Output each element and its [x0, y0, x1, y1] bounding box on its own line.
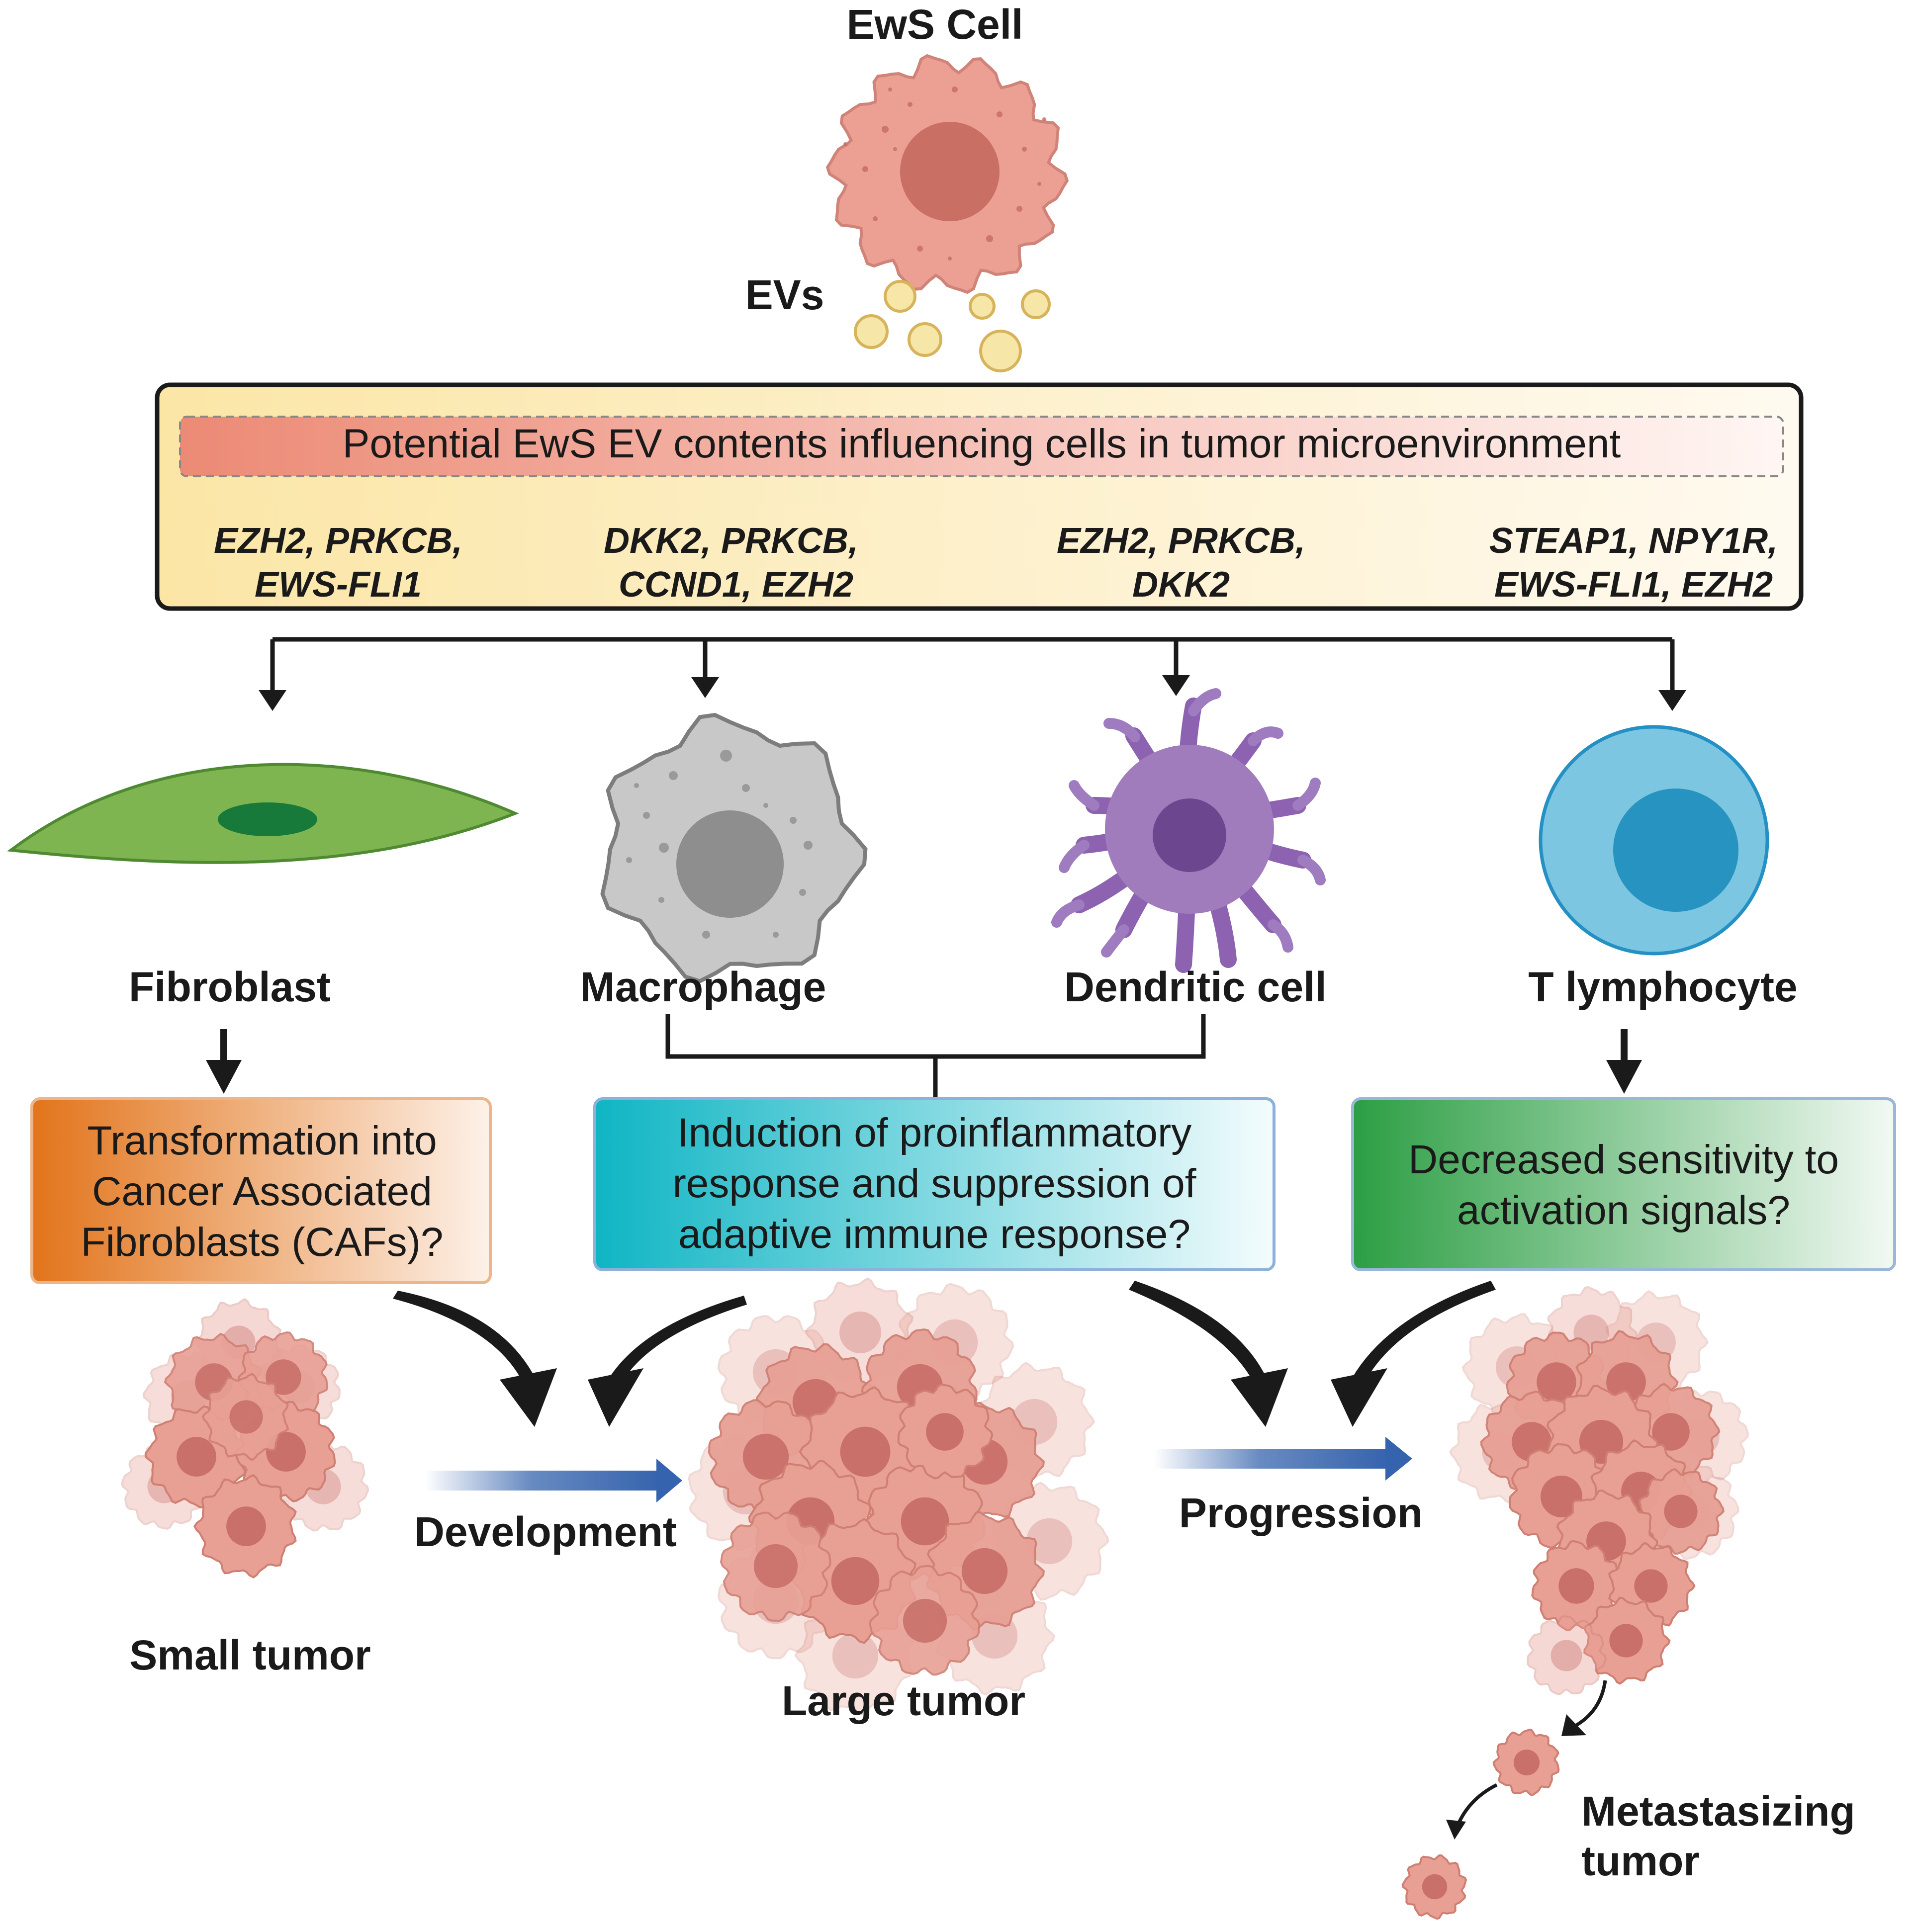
gene-list-macrophage: DKK2, PRKCB, CCND1, EZH2: [604, 521, 858, 605]
tumor-cell-nucleus: [840, 1426, 891, 1477]
gene-line: DKK2, PRKCB,: [604, 521, 858, 561]
cell-label-dendritic: Dendritic cell: [1064, 964, 1327, 1010]
tumor-cell-nucleus: [229, 1400, 263, 1434]
ev-contents-title-bar: [179, 416, 1784, 477]
progression-arrow: [1154, 1437, 1412, 1481]
effect-text: Transformation into: [87, 1118, 437, 1163]
effect-text: Decreased sensitivity to: [1408, 1137, 1839, 1182]
ev-vesicles: [854, 280, 1051, 372]
distribution-arrowheads: [259, 675, 1686, 711]
t-cell-effect-arrow: [1606, 1029, 1642, 1094]
gene-line: DKK2: [1132, 565, 1230, 605]
effect-text: Induction of proinflammatory: [677, 1110, 1192, 1155]
large-tumor-label: Large tumor: [782, 1677, 1025, 1724]
progression-label: Progression: [1179, 1490, 1423, 1536]
tumor-cell: [1527, 1615, 1607, 1695]
gene-list-t-lymphocyte: STEAP1, NPY1R, EWS-FLI1, EZH2: [1489, 521, 1778, 605]
tumor-cell-nucleus: [831, 1557, 880, 1605]
tumor-cell-nucleus: [1550, 1640, 1582, 1671]
tumor-cell-nucleus: [1513, 1749, 1540, 1776]
small-tumor-icon: [121, 1298, 369, 1579]
tumor-cell-nucleus: [926, 1413, 964, 1451]
metastasizing-label: Metastasizing: [1581, 1788, 1855, 1835]
gene-list-fibroblast: EZH2, PRKCB, EWS-FLI1: [214, 521, 462, 605]
effect-box-caf: [30, 1097, 492, 1284]
fibroblast-icon: [7, 763, 519, 864]
gene-list-dendritic: EZH2, PRKCB, DKK2: [1057, 521, 1305, 605]
effect-text: activation signals?: [1457, 1188, 1790, 1233]
gene-line: EZH2, PRKCB,: [214, 521, 462, 561]
development-label: Development: [414, 1508, 676, 1555]
cell-label-t-lymphocyte: T lymphocyte: [1528, 964, 1797, 1010]
development-arrow: [425, 1459, 682, 1502]
tumor-cell-nucleus: [1664, 1494, 1698, 1528]
metastasizing-tumor-icon: [1401, 1286, 1749, 1920]
ews-cell-label: EwS Cell: [847, 1, 1023, 48]
macrophage-icon: [600, 712, 868, 983]
tumor-cell-nucleus: [753, 1544, 798, 1588]
cell-label-fibroblast: Fibroblast: [129, 964, 331, 1010]
immune-bracket: [665, 1014, 1206, 1059]
tumor-cell-nucleus: [1652, 1413, 1690, 1451]
tumor-cell-nucleus: [1609, 1624, 1643, 1658]
gene-line: EZH2, PRKCB,: [1057, 521, 1305, 561]
ev-contents-title: Potential EwS EV contents influencing ce…: [343, 421, 1621, 466]
distribution-arrows: [270, 637, 1675, 691]
tumor-cell-nucleus: [961, 1548, 1008, 1594]
tumor-cell-nucleus: [1026, 1518, 1073, 1565]
gene-line: EWS-FLI1, EZH2: [1494, 565, 1773, 605]
tumor-cell-nucleus: [177, 1437, 216, 1477]
cell-label-macrophage: Macrophage: [580, 964, 826, 1010]
small-tumor-label: Small tumor: [129, 1632, 370, 1678]
effect-text: adaptive immune response?: [678, 1212, 1190, 1257]
large-tumor-icon: [688, 1277, 1109, 1716]
effect-box-t-cell: [1351, 1097, 1896, 1271]
effect-text: Cancer Associated: [92, 1169, 432, 1214]
effect-text: Fibroblasts (CAFs)?: [81, 1220, 443, 1265]
effect-box-immune: [593, 1097, 1276, 1271]
tumor-cell-nucleus: [1422, 1874, 1448, 1900]
effect-text: response and suppression of: [672, 1161, 1196, 1206]
tumor-cell-nucleus: [742, 1433, 789, 1480]
tumor-cell-nucleus: [1537, 1362, 1576, 1402]
t-lymphocyte-icon: [1539, 725, 1769, 956]
tumor-cell-nucleus: [1606, 1362, 1646, 1402]
fibroblast-effect-arrow: [206, 1029, 242, 1094]
tumor-cell-nucleus: [226, 1506, 266, 1546]
tumor-cell-nucleus: [901, 1497, 949, 1546]
dendritic-cell-icon: [1051, 688, 1326, 973]
tumor-cell-nucleus: [839, 1312, 881, 1353]
gene-line: EWS-FLI1: [255, 565, 422, 605]
ews-cell-icon: [825, 54, 1069, 294]
tumor-cell-nucleus: [1558, 1568, 1594, 1604]
metastasis-arrowheads: [1446, 1714, 1586, 1840]
tumor-cell-nucleus: [832, 1632, 879, 1679]
tumor-cell-nucleus: [1634, 1569, 1668, 1603]
gene-line: STEAP1, NPY1R,: [1489, 521, 1778, 561]
metastasizing-label: tumor: [1581, 1838, 1700, 1884]
tumor-cell-nucleus: [903, 1598, 947, 1643]
convergence-arrows: [393, 1281, 1496, 1427]
gene-line: CCND1, EZH2: [619, 565, 853, 605]
ev-label: EVs: [745, 271, 824, 318]
